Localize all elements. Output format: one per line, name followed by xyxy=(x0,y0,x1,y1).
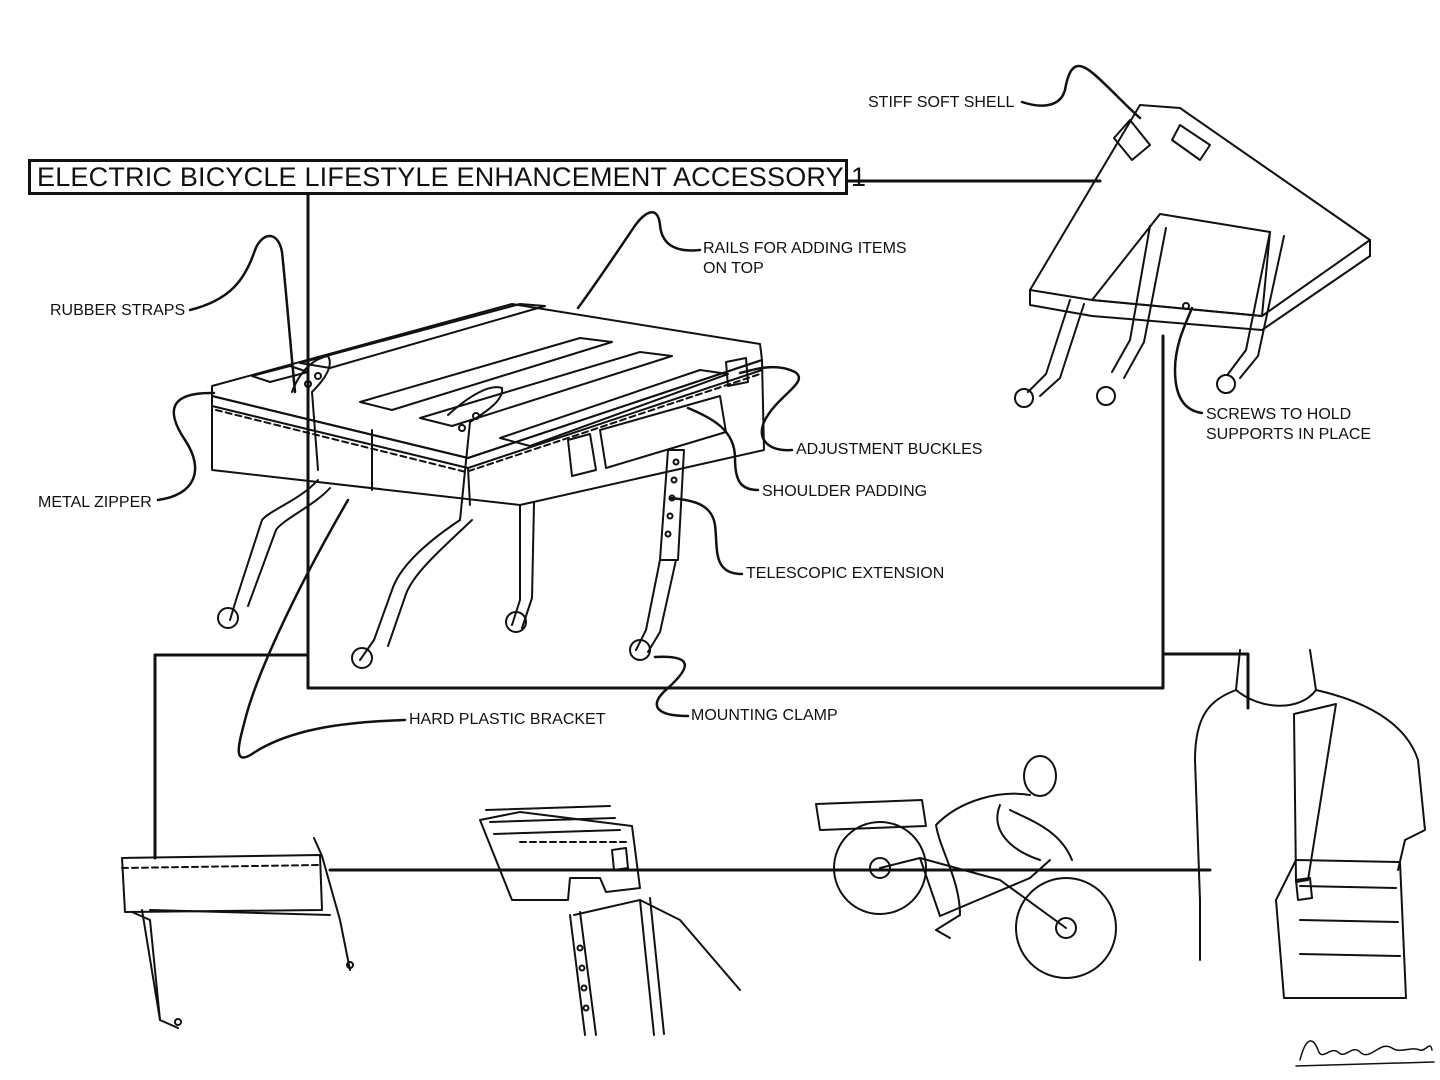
callout-rails-line-1: RAILS FOR ADDING ITEMS xyxy=(703,239,907,259)
callout-mounting-clamp: MOUNTING CLAMP xyxy=(691,706,838,726)
callout-screws-line-1: SCREWS TO HOLD xyxy=(1206,405,1371,425)
rider-on-bicycle-drawing xyxy=(816,756,1116,978)
sheet-title: ELECTRIC BICYCLE LIFESTYLE ENHANCEMENT A… xyxy=(28,159,848,195)
signature-scribble xyxy=(1296,1041,1434,1066)
callout-screws-line-2: SUPPORTS IN PLACE xyxy=(1206,425,1371,445)
inverted-case-drawing xyxy=(1015,105,1370,407)
main-case-drawing xyxy=(212,304,764,668)
callout-rails: RAILS FOR ADDING ITEMS ON TOP xyxy=(703,239,907,279)
callout-metal-zipper: METAL ZIPPER xyxy=(38,493,152,513)
callout-telescopic-extension: TELESCOPIC EXTENSION xyxy=(746,564,944,584)
callout-shoulder-padding: SHOULDER PADDING xyxy=(762,482,927,502)
bracket-detail-drawing xyxy=(480,806,740,1035)
callout-rails-line-2: ON TOP xyxy=(703,259,907,279)
callout-adjustment-buckles: ADJUSTMENT BUCKLES xyxy=(796,440,982,460)
shoulder-bag-wearer-drawing xyxy=(1195,650,1425,998)
callout-screws: SCREWS TO HOLD SUPPORTS IN PLACE xyxy=(1206,405,1371,445)
case-on-rack-drawing xyxy=(122,838,353,1028)
connector-lines xyxy=(155,181,1248,870)
callout-hard-plastic-bracket: HARD PLASTIC BRACKET xyxy=(409,710,605,730)
callout-stiff-soft-shell: STIFF SOFT SHELL xyxy=(868,93,1014,113)
callout-rubber-straps: RUBBER STRAPS xyxy=(50,301,185,321)
